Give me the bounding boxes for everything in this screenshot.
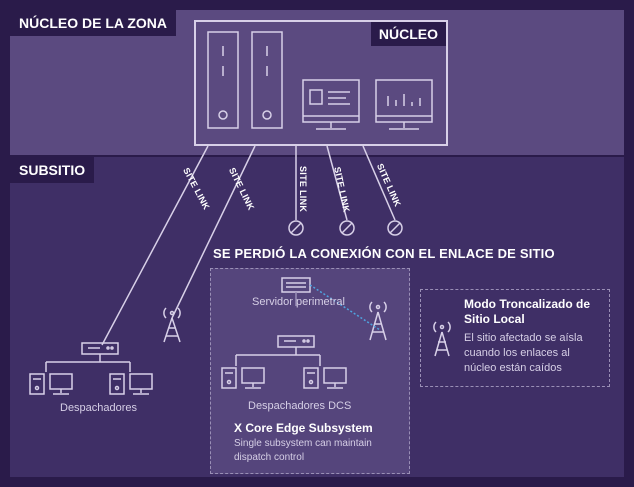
core-label: NÚCLEO — [370, 22, 446, 46]
dcs-title: X Core Edge Subsystem — [234, 421, 373, 435]
desktop-computer-icon — [109, 373, 153, 395]
switch-icon — [277, 335, 315, 348]
dcs-description: Single subsystem can maintain dispatch c… — [234, 438, 372, 463]
dispatchers-label: Despachadores — [60, 402, 138, 414]
chart-monitor-icon — [375, 79, 433, 130]
link-broken-icon — [339, 220, 355, 236]
dcs-dispatchers-label: Despachadores DCS — [248, 400, 352, 412]
mode-description: El sitio afectado se aísla cuando los en… — [464, 332, 583, 374]
radio-tower-icon — [369, 301, 387, 341]
link-broken-icon — [387, 220, 403, 236]
radio-tower-icon — [433, 321, 451, 357]
server-tower-icon — [207, 31, 239, 129]
core-box: NÚCLEO — [194, 20, 448, 146]
server-tower-icon — [251, 31, 283, 129]
local-trunking-box — [420, 289, 610, 387]
site-link-label: SITE LINK — [298, 166, 308, 213]
edge-server-label: Servidor perimetral — [252, 296, 345, 308]
radio-tower-icon — [163, 307, 181, 343]
workstation-icon — [302, 79, 360, 130]
subsite-label: SUBSITIO — [10, 157, 95, 183]
link-broken-icon — [288, 220, 304, 236]
edge-server-icon — [281, 277, 311, 293]
desktop-computer-icon — [221, 367, 265, 389]
switch-icon — [81, 342, 119, 355]
dotted-link — [309, 284, 381, 331]
zone-core-label: NÚCLEO DE LA ZONA — [10, 10, 177, 36]
dcs-subsystem-box — [210, 268, 410, 474]
desktop-computer-icon — [29, 373, 73, 395]
lost-connection-heading: SE PERDIÓ LA CONEXIÓN CON EL ENLACE DE S… — [213, 246, 555, 261]
desktop-computer-icon — [303, 367, 347, 389]
mode-title: Modo Troncalizado de Sitio Local — [464, 297, 591, 326]
